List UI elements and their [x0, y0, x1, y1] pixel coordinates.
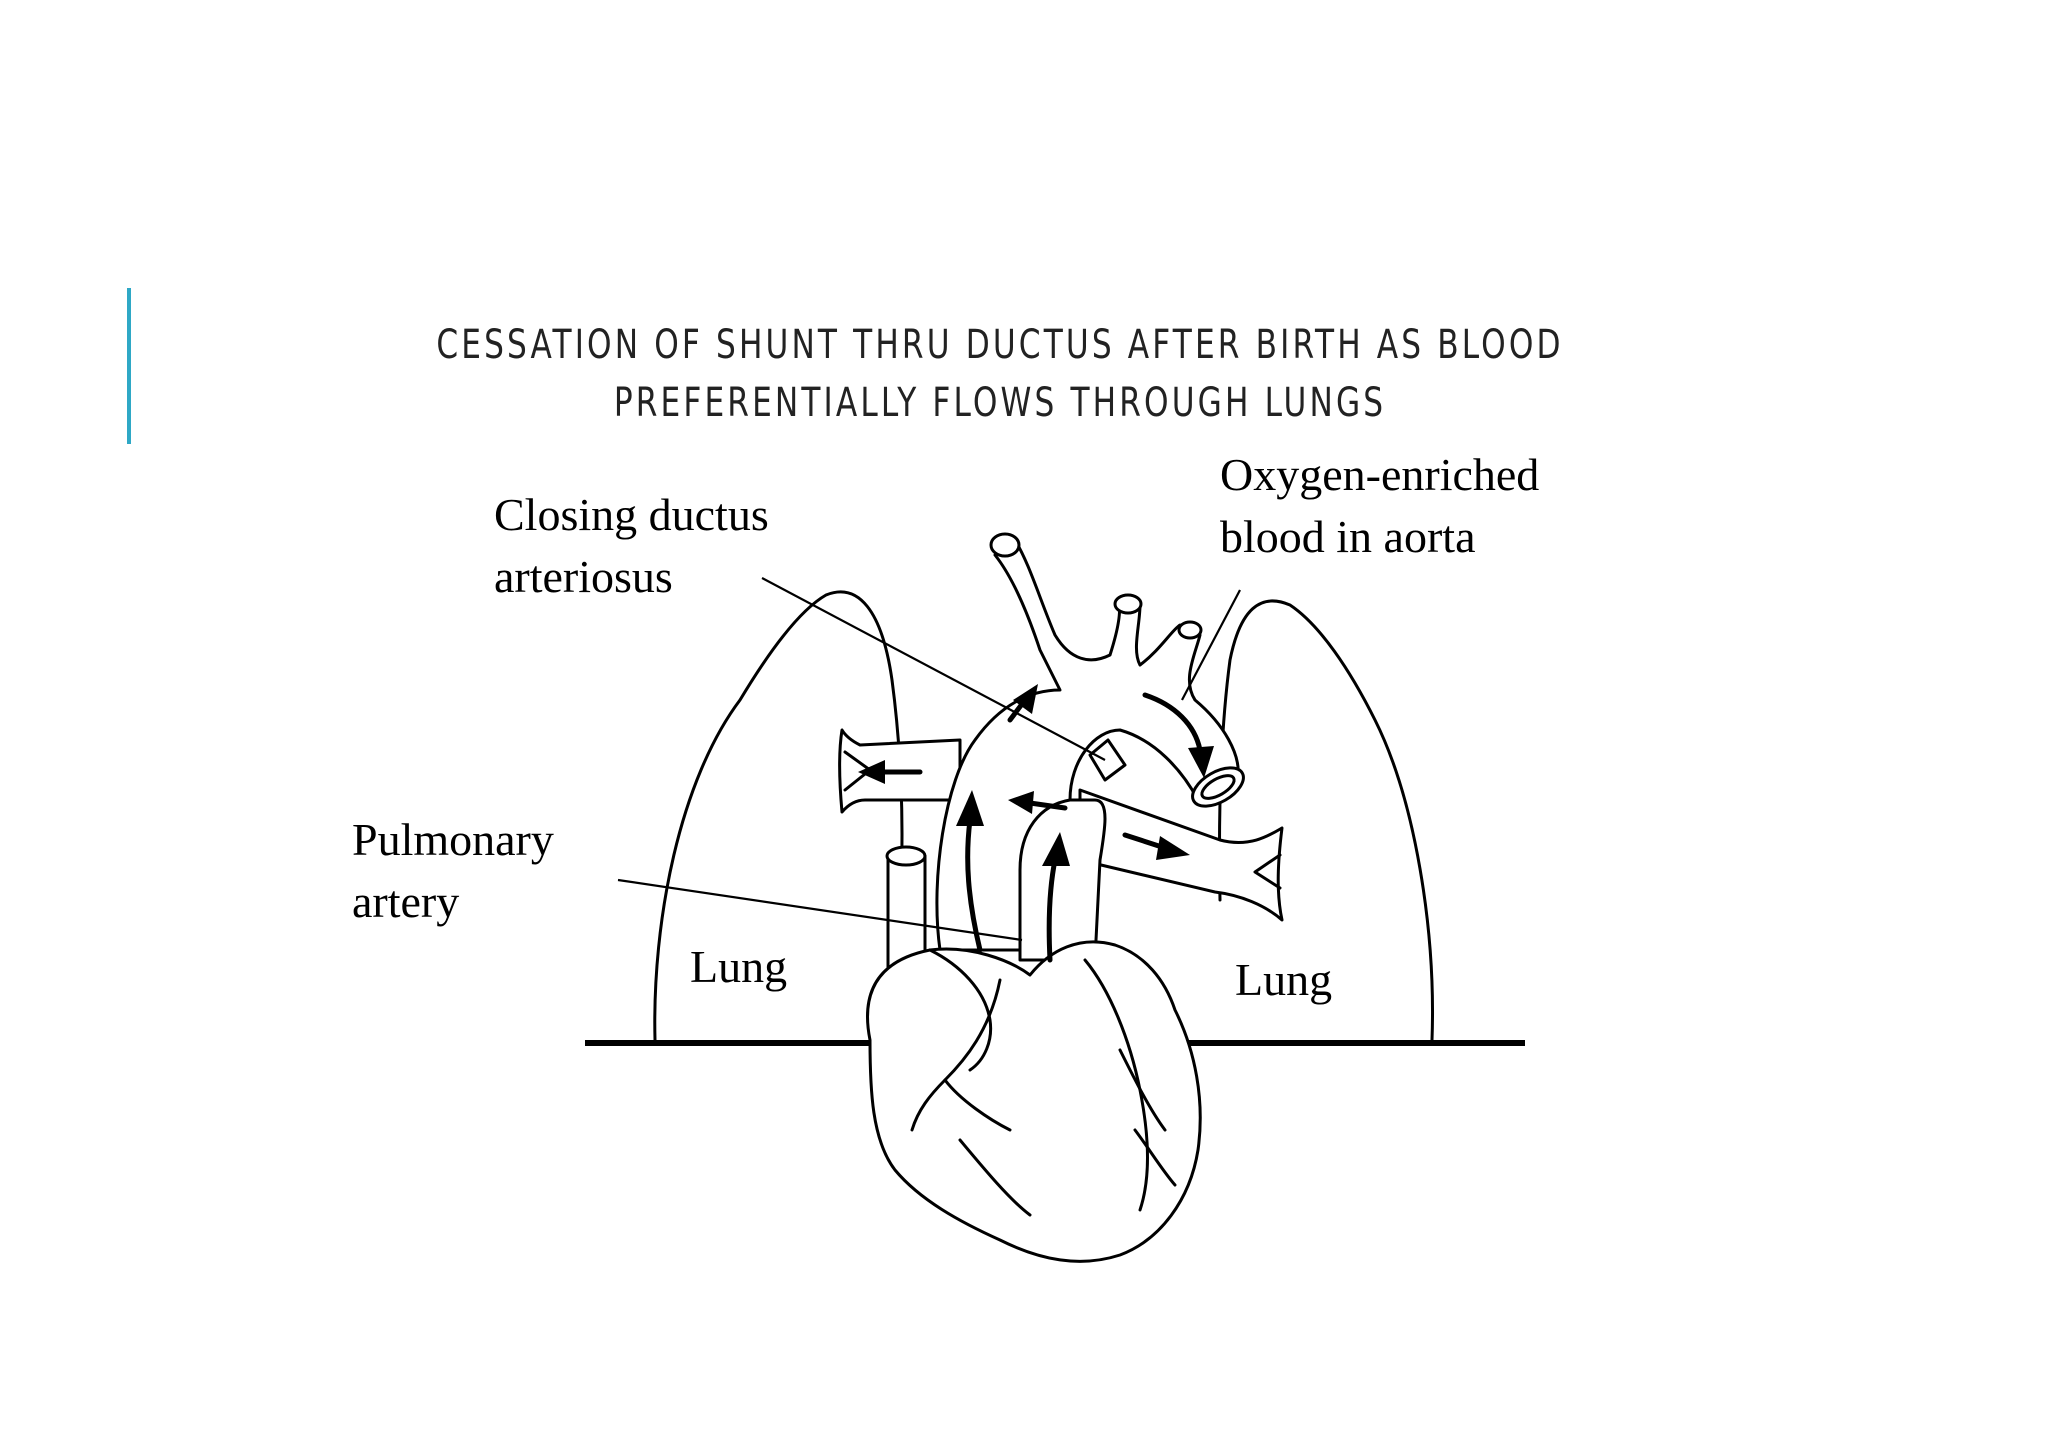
slide-title: Cessation of shunt thru ductus after bir… — [436, 322, 1564, 426]
right-atrium-detail — [928, 948, 993, 1072]
label-oxygen-1: Oxygen-enriched — [1220, 449, 1539, 500]
coronary-branch-2 — [958, 1138, 1032, 1217]
right-pulmonary-branch-split — [1253, 853, 1282, 890]
label-pulmonary-1: Pulmonary — [352, 814, 554, 865]
vena-cava-opening — [885, 845, 927, 867]
coronary-branch-1 — [943, 1078, 1012, 1132]
label-lung-right: Lung — [1235, 954, 1332, 1005]
label-lung-left: Lung — [690, 941, 787, 992]
aortic-branch-1 — [989, 532, 1021, 558]
title-accent-bar — [127, 288, 131, 444]
leader-oxygen — [1181, 589, 1241, 701]
flow-arrows — [858, 684, 1214, 963]
pulmonary-trunk — [1018, 798, 1107, 962]
label-pulmonary-2: artery — [352, 876, 459, 927]
coronary-branch-4 — [1133, 1128, 1177, 1187]
leader-closing-ductus — [761, 577, 1106, 761]
aortic-branch-3 — [1177, 620, 1203, 640]
coronary-branch-3 — [1118, 1048, 1167, 1132]
label-oxygen-2: blood in aorta — [1220, 511, 1476, 562]
aortic-branch-2 — [1113, 593, 1143, 615]
ductus-arteriosus — [1088, 738, 1127, 782]
label-closing-ductus-1: Closing ductus — [494, 489, 769, 540]
leader-pulmonary — [617, 878, 1023, 942]
heart-outline — [866, 940, 1202, 1263]
label-closing-ductus-2: arteriosus — [494, 551, 673, 602]
